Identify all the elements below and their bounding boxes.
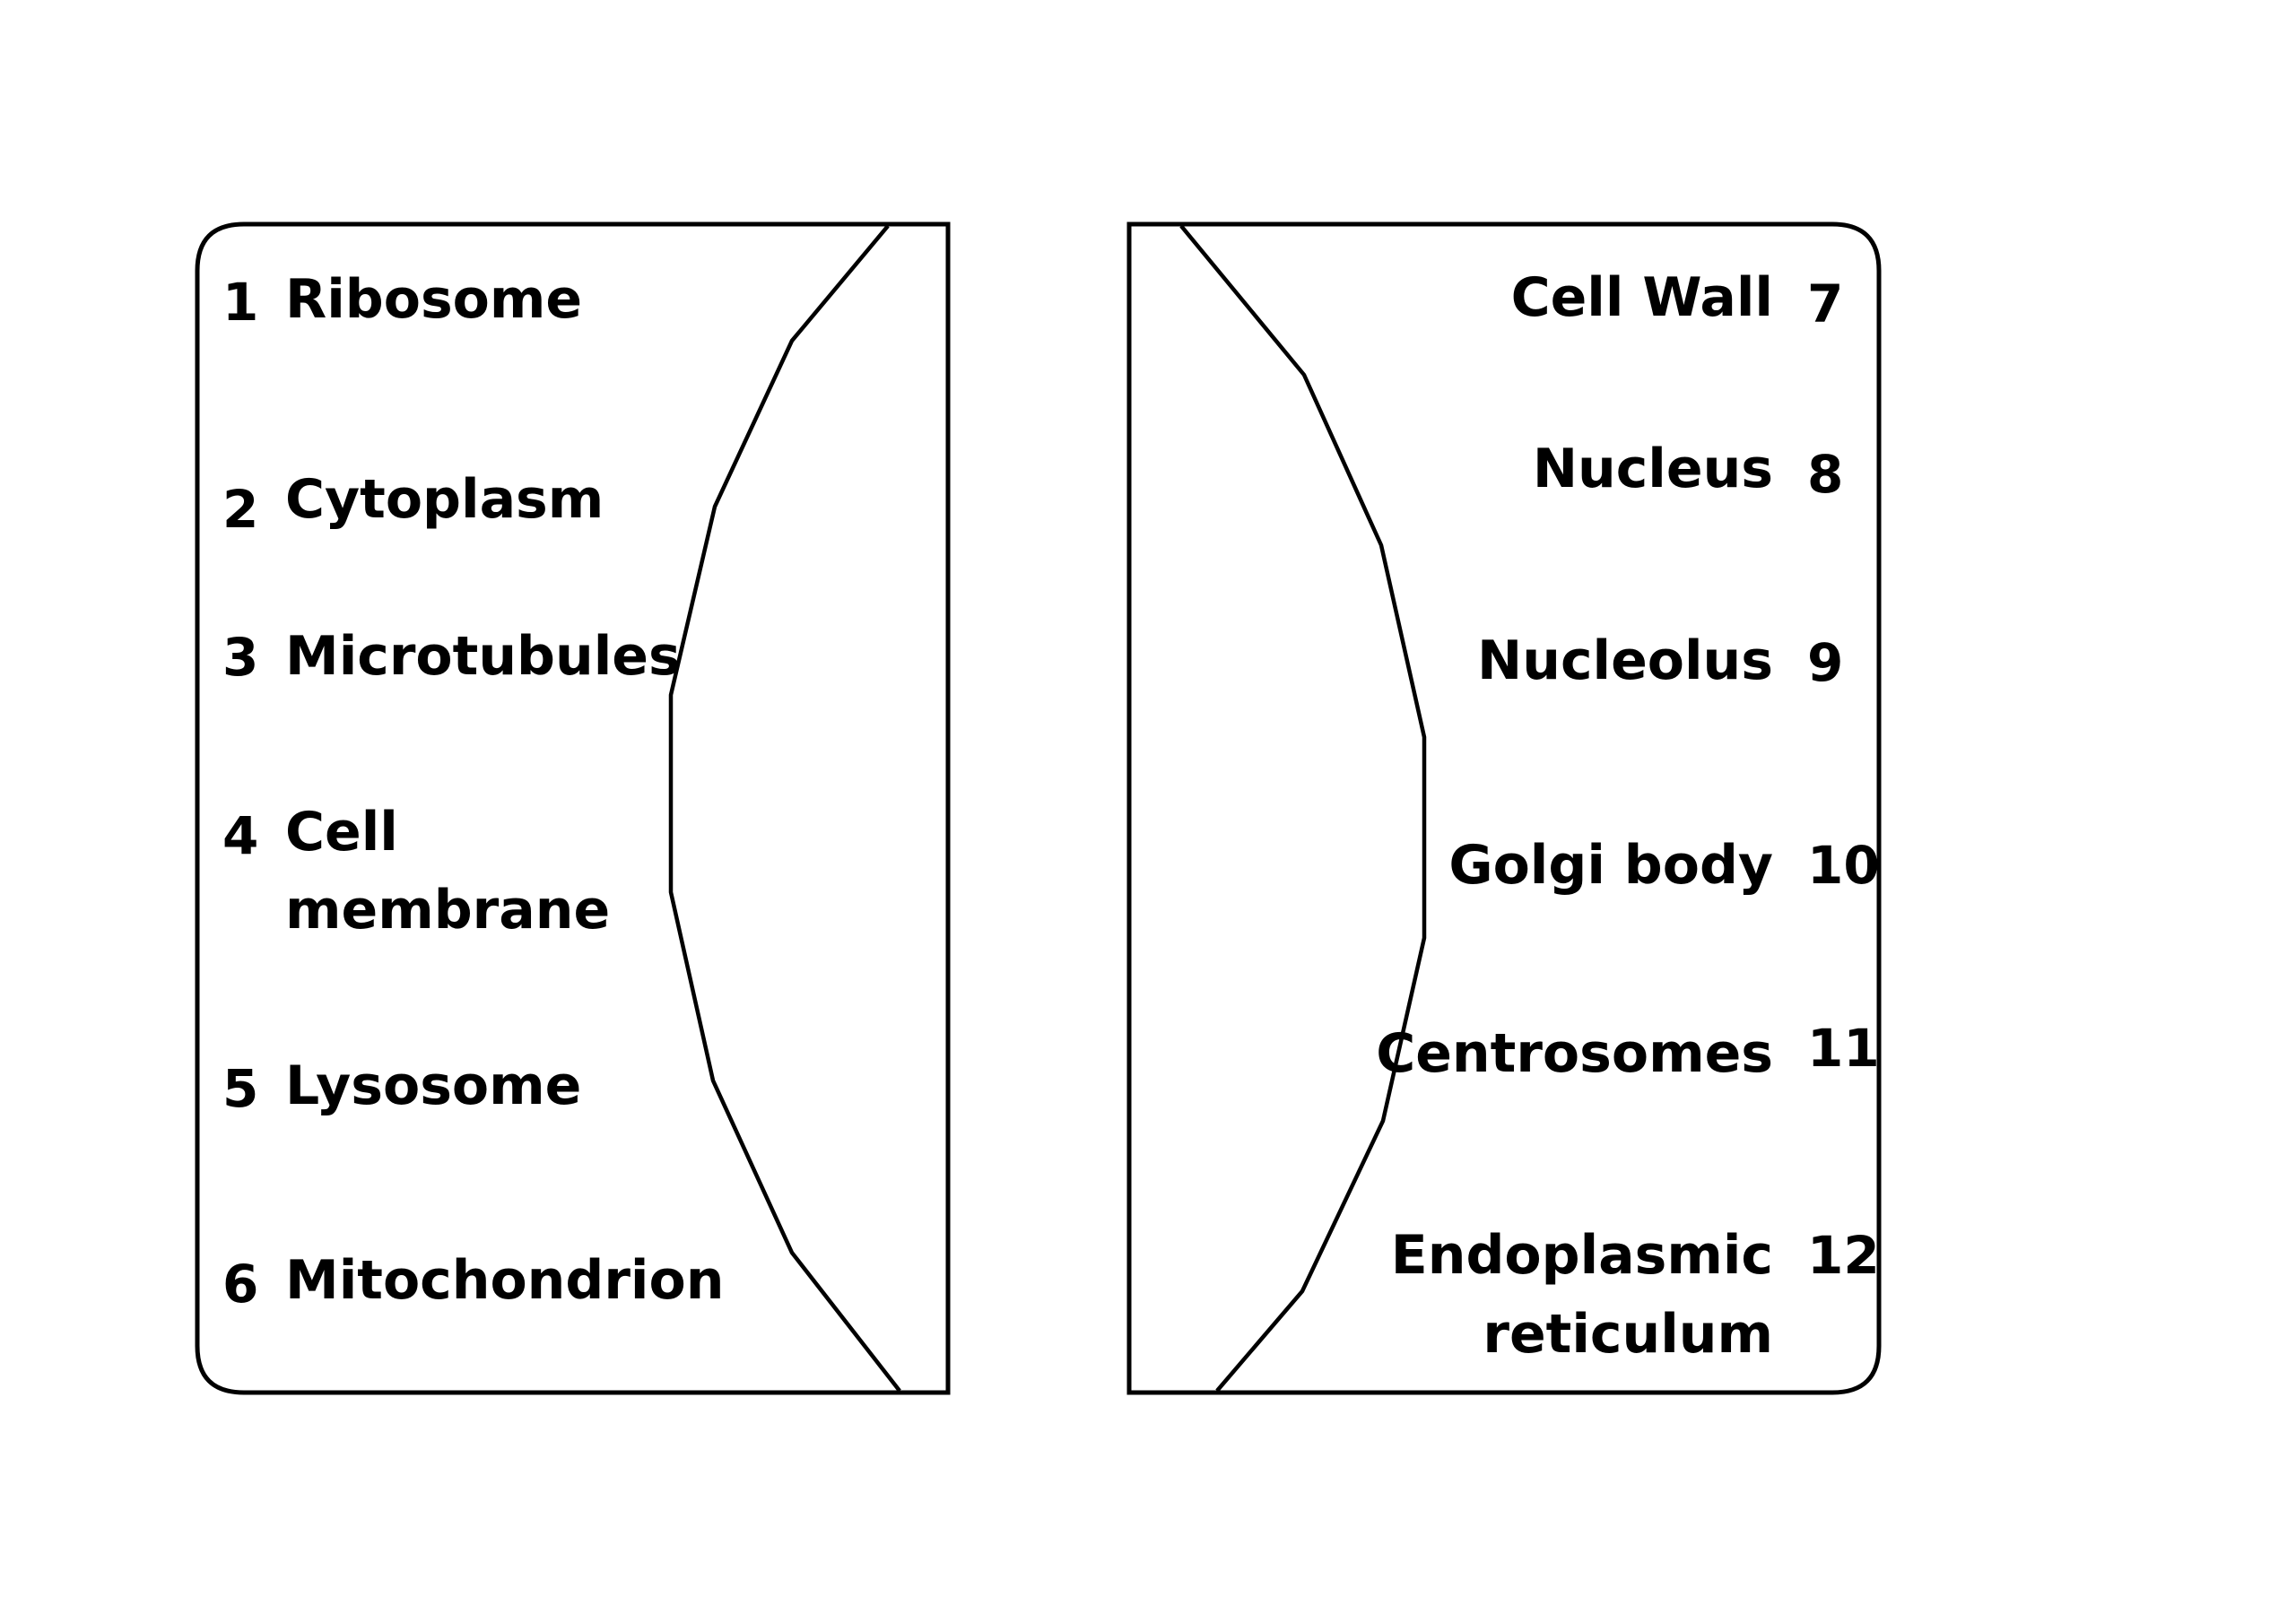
item-number-7: 7 xyxy=(1807,273,1844,334)
item-number-3: 3 xyxy=(222,627,259,688)
item-label-cell: Cell xyxy=(285,801,398,864)
item-label-nucleus: Nucleus xyxy=(1532,438,1773,500)
item-label-centrosomes: Centrosomes xyxy=(1376,1022,1773,1085)
item-number-9: 9 xyxy=(1807,632,1844,693)
item-label-reticulum: reticulum xyxy=(1483,1303,1773,1366)
item-label-microtubules: Microtubules xyxy=(285,625,681,688)
item-label-cytoplasm: Cytoplasm xyxy=(285,468,604,531)
right-panel-frame xyxy=(1126,221,1882,1395)
item-label-ribosome: Ribosome xyxy=(285,268,583,331)
item-label-golgi-body: Golgi body xyxy=(1448,834,1773,897)
right-panel-curve xyxy=(1179,224,1427,1393)
item-number-8: 8 xyxy=(1807,444,1844,505)
item-label-lysosome: Lysosome xyxy=(285,1055,582,1117)
item-number-11: 11 xyxy=(1807,1018,1880,1079)
item-number-2: 2 xyxy=(222,479,259,540)
item-label-membrane: membrane xyxy=(285,879,611,942)
left-panel-frame xyxy=(195,221,951,1395)
item-label-nucleolus: Nucleolus xyxy=(1477,629,1773,692)
item-number-10: 10 xyxy=(1807,835,1880,896)
item-number-5: 5 xyxy=(222,1058,259,1119)
item-number-6: 6 xyxy=(222,1254,259,1315)
item-number-12: 12 xyxy=(1807,1225,1880,1286)
left-panel-curve xyxy=(668,224,901,1393)
item-label-mitochondrion: Mitochondrion xyxy=(285,1249,725,1312)
item-number-1: 1 xyxy=(222,272,259,333)
item-label-endoplasmic: Endoplasmic xyxy=(1390,1224,1773,1287)
item-label-cell-wall: Cell Wall xyxy=(1510,266,1773,329)
item-number-4: 4 xyxy=(222,805,259,866)
